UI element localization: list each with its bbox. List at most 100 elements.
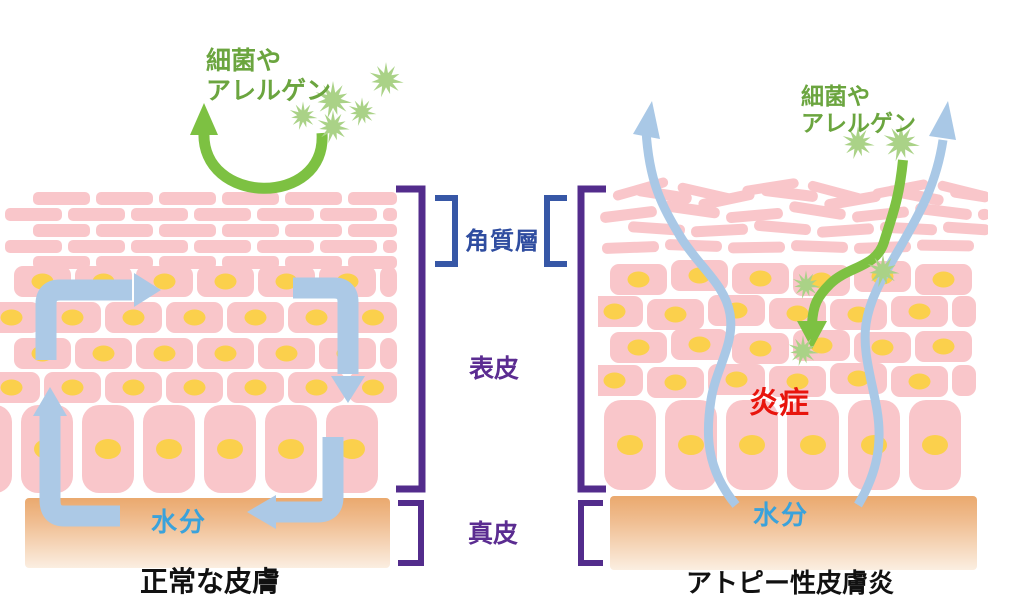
allergen-repel-arrow-shaft xyxy=(198,130,328,194)
cell-nucleus xyxy=(688,336,711,353)
corneum-cell xyxy=(33,256,90,269)
cell-nucleus xyxy=(932,338,955,355)
allergen-label-left: 細菌や アレルゲン xyxy=(206,46,331,106)
corneum-cell xyxy=(916,239,975,252)
skin-cell xyxy=(952,365,976,396)
cell-nucleus xyxy=(244,379,267,396)
skin-cell xyxy=(380,338,397,369)
corneum-cell xyxy=(159,256,216,269)
corneum-cell xyxy=(348,224,397,237)
corneum-cell xyxy=(754,219,811,236)
moisture-arrow-top-left xyxy=(35,273,161,360)
skin-cell xyxy=(380,266,397,297)
cell-nucleus xyxy=(122,309,145,326)
corneum-bracket-right xyxy=(544,195,567,267)
cell-nucleus xyxy=(275,273,298,290)
stratum-corneum-label: 角質層 xyxy=(465,228,540,255)
moisture-arrow-bottom-left-shaft xyxy=(39,414,120,527)
moisture-label-left: 水分 xyxy=(151,507,208,537)
corneum-cell xyxy=(817,223,874,238)
corneum-cell xyxy=(943,221,988,236)
corneum-cell xyxy=(790,240,849,253)
corneum-cell xyxy=(194,240,251,253)
cell-nucleus xyxy=(244,309,267,326)
corneum-cell xyxy=(698,189,755,210)
cell-nucleus xyxy=(847,370,870,387)
cell-nucleus xyxy=(749,270,772,287)
allergen-icon xyxy=(792,270,821,299)
cell-nucleus xyxy=(908,373,931,390)
cell-nucleus xyxy=(183,379,206,396)
moisture-escape-arrow-right xyxy=(854,101,956,508)
corneum-cell xyxy=(348,192,397,205)
corneum-cell xyxy=(222,224,279,237)
moisture-escape-arrow-left xyxy=(633,101,740,508)
allergen-penetrate-arrow-shaft xyxy=(807,159,908,325)
corneum-cell xyxy=(915,203,972,220)
corneum-cell xyxy=(5,208,62,221)
allergen-icon xyxy=(315,81,352,119)
cell-nucleus xyxy=(908,303,931,320)
moisture-arrow-bottom-left-head xyxy=(33,387,67,416)
corneum-cell xyxy=(96,192,153,205)
cell-nucleus xyxy=(214,273,237,290)
skin-cell xyxy=(952,296,976,327)
cell-nucleus xyxy=(739,435,765,455)
corneum-cell xyxy=(96,256,153,269)
epidermis-bracket-left xyxy=(396,185,426,493)
corneum-cell xyxy=(285,224,342,237)
cell-nucleus xyxy=(0,379,23,396)
allergen-icon xyxy=(289,101,318,130)
epidermis-bracket-right xyxy=(577,185,606,493)
cell-nucleus xyxy=(214,345,237,362)
corneum-cell xyxy=(852,206,909,223)
moisture-escape-arrow-right-head xyxy=(929,101,956,140)
corneum-cell xyxy=(977,208,988,221)
corneum-cell xyxy=(285,192,342,205)
moisture-arrow-bottom-right-head xyxy=(247,495,276,529)
cell-nucleus xyxy=(678,435,704,455)
allergen-icon xyxy=(348,97,377,126)
allergen-icon xyxy=(317,110,350,144)
corneum-cell xyxy=(96,224,153,237)
cell-nucleus xyxy=(305,309,328,326)
allergen-label-right-line2: アレルゲン xyxy=(801,110,916,136)
dermis-bracket-left xyxy=(398,500,424,566)
allergen-icon xyxy=(788,335,819,366)
moisture-arrow-top-right-shaft xyxy=(293,277,359,374)
cell-nucleus xyxy=(932,271,955,288)
cell-nucleus xyxy=(183,309,206,326)
corneum-cell xyxy=(131,208,188,221)
corneum-cell xyxy=(68,208,125,221)
corneum-cell xyxy=(691,223,748,238)
corneum-cell xyxy=(159,224,216,237)
allergen-penetrate-arrow-head xyxy=(797,321,827,349)
dermis-bracket-right xyxy=(578,500,603,566)
moisture-arrow-bottom-right xyxy=(247,437,344,529)
corneum-cell xyxy=(194,208,251,221)
corneum-cell xyxy=(600,206,657,223)
cell-nucleus xyxy=(217,439,243,459)
allergen-repel-arrow-head xyxy=(190,103,218,135)
corneum-cell xyxy=(383,240,397,253)
moisture-escape-arrow-left-shaft xyxy=(641,129,740,508)
cell-nucleus xyxy=(61,379,84,396)
corneum-cell xyxy=(222,192,279,205)
cell-nucleus xyxy=(122,379,145,396)
moisture-arrow-top-right xyxy=(293,277,365,403)
moisture-arrow-top-left-head xyxy=(134,273,161,307)
cell-nucleus xyxy=(749,340,772,357)
inflammation-label: 炎症 xyxy=(749,387,809,420)
cell-nucleus xyxy=(786,373,809,390)
cell-nucleus xyxy=(61,309,84,326)
corneum-cell xyxy=(222,256,279,269)
moisture-escape-arrow-right-shaft xyxy=(854,139,948,508)
cell-nucleus xyxy=(95,439,121,459)
right-skin-cells xyxy=(598,177,988,490)
corneum-cell xyxy=(33,192,90,205)
corneum-cell xyxy=(727,241,786,254)
corneum-cell xyxy=(285,256,342,269)
moisture-arrow-top-left-shaft xyxy=(35,279,132,360)
corneum-cell xyxy=(761,185,818,202)
